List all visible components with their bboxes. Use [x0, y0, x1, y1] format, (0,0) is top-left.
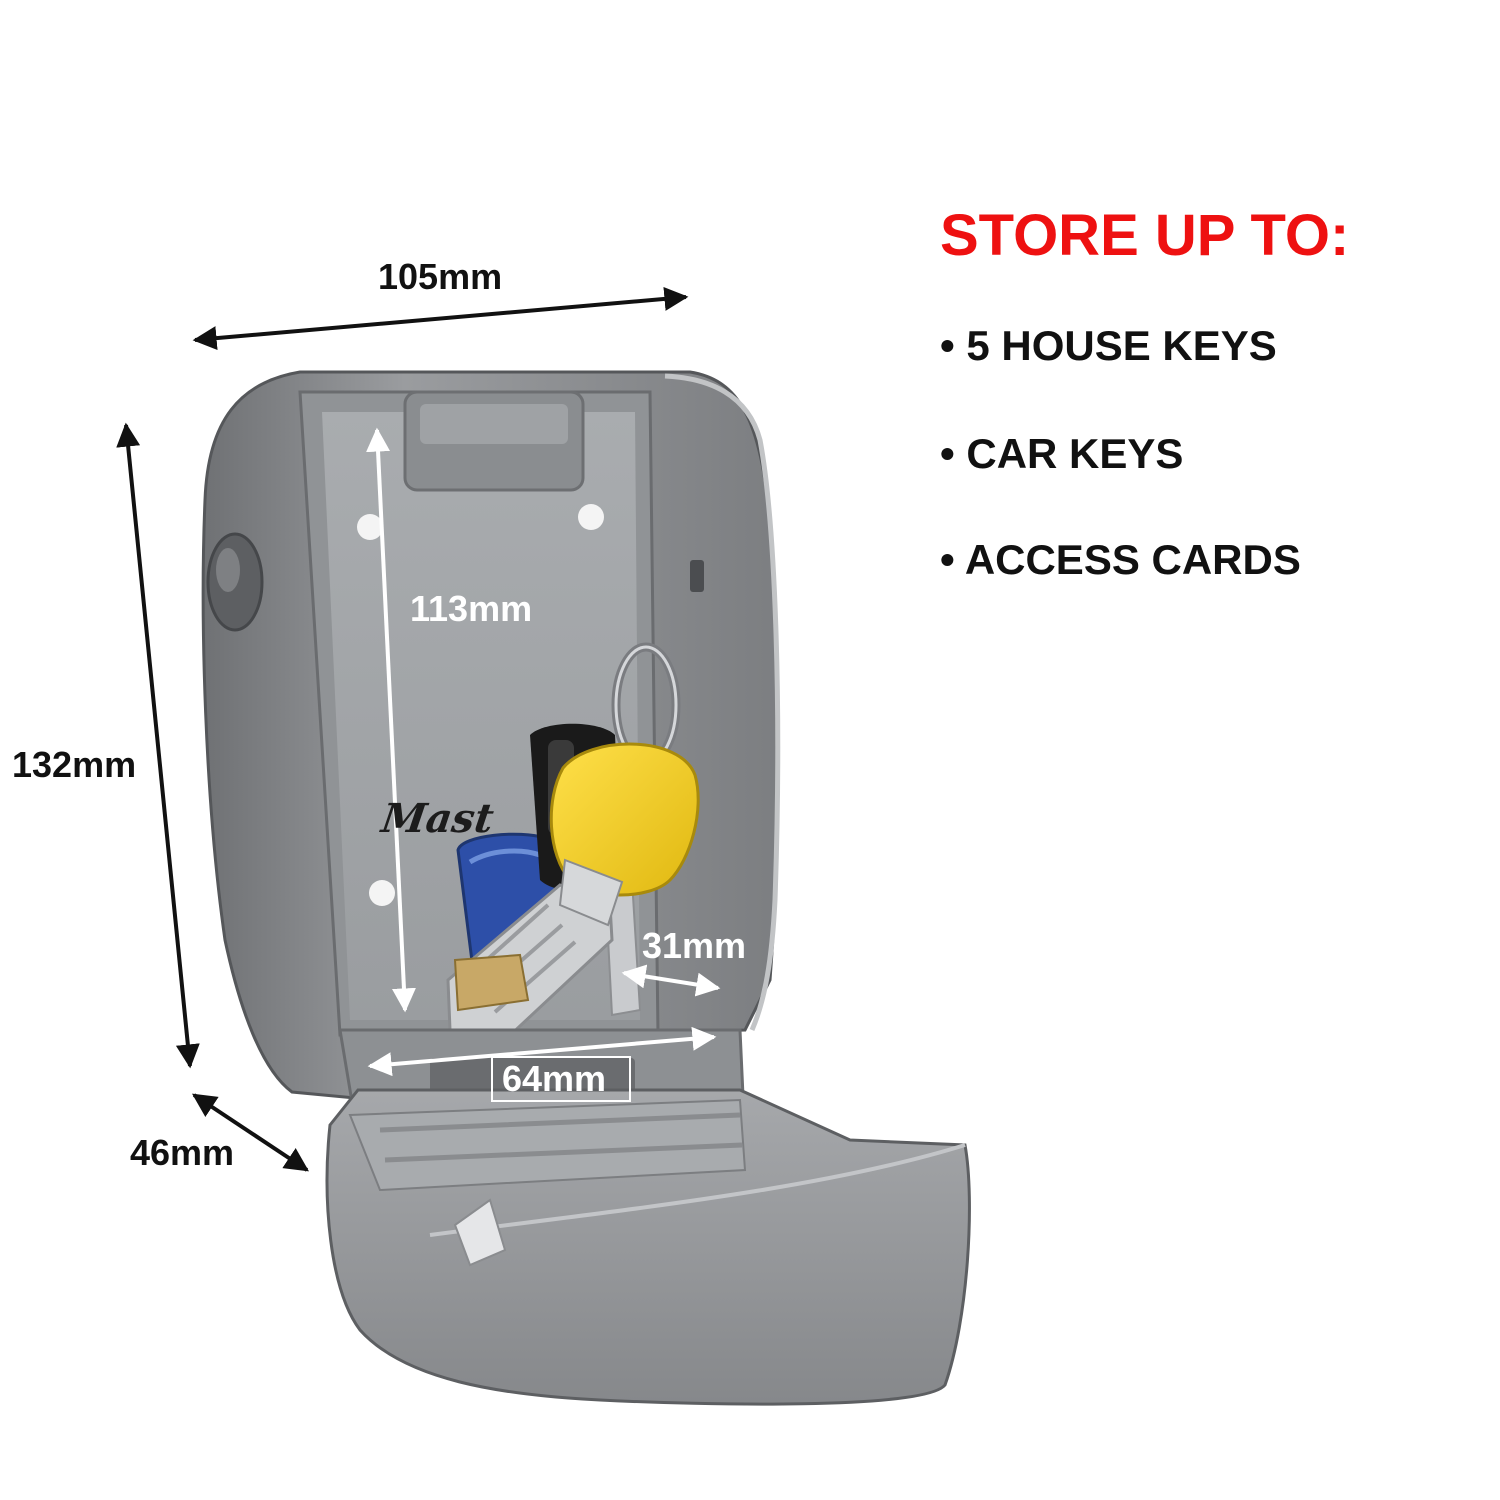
inner-width-label: 64mm: [502, 1058, 607, 1099]
inner-width-label-box: [491, 1056, 631, 1102]
depth-label: 46mm: [130, 1132, 235, 1173]
storage-item-access-cards: • ACCESS CARDS: [940, 536, 1301, 583]
inner-height-label: 113mm: [410, 588, 533, 629]
storage-item-car-keys: • CAR KEYS: [940, 430, 1184, 477]
inner-width-dimension-arrow: [367, 1026, 717, 1077]
mounting-hole: [578, 504, 604, 530]
width-label: 105mm: [378, 256, 503, 297]
storage-item-house-keys: • 5 HOUSE KEYS: [940, 322, 1277, 369]
storage-headline: STORE UP TO:: [940, 203, 1350, 268]
height-dimension-arrow: [116, 422, 200, 1069]
inner-depth-label: 31mm: [642, 925, 747, 966]
mounting-hole: [369, 880, 395, 906]
open-lid: [325, 1088, 971, 1406]
brand-logo-text: Mast: [378, 795, 497, 842]
inner-depth-dimension-arrow: [621, 964, 721, 997]
inner-height-dimension-arrow: [366, 427, 416, 1013]
yellow-key-head: [549, 742, 700, 897]
width-dimension-arrow: [192, 286, 689, 351]
depth-dimension-arrow: [192, 1093, 309, 1172]
height-label: 132mm: [12, 744, 137, 785]
mounting-hole: [357, 514, 383, 540]
